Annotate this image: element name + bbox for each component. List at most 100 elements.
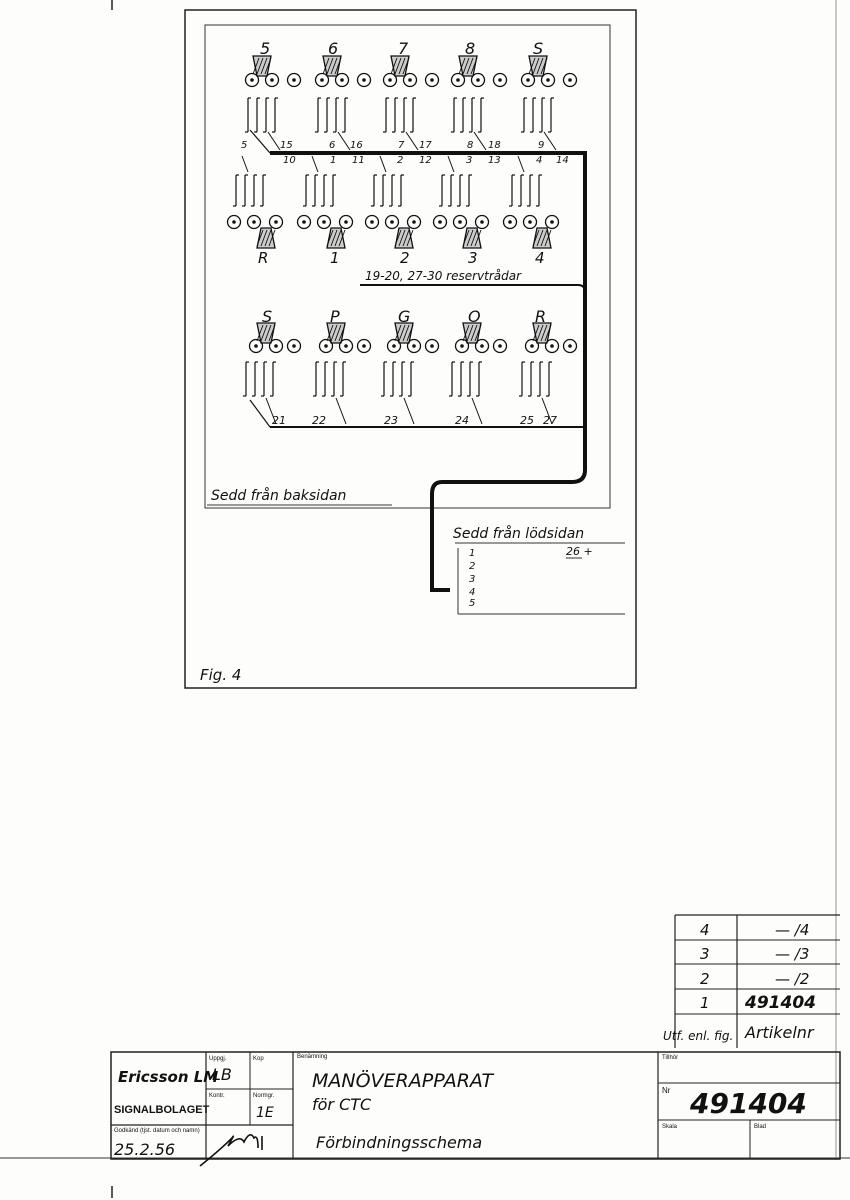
wire-numbers-upper: 5 15 6 16 7 17 8 18 9 [241,140,544,151]
wire-4: 4 [536,155,542,166]
wire-2: 2 [397,155,403,166]
wire-25: 25 [520,414,534,427]
wire-7: 7 [398,140,405,151]
solder-side-detail: Sedd från lödsidan 1 2 3 4 5 26 + [453,525,625,615]
connector-upper [244,55,302,151]
skala-label: Skala [662,1124,678,1130]
godkand-label: Godkänd (tjst. datum och namn) [114,1128,200,1134]
top-group-lower-connectors [226,155,560,249]
wire-14: 14 [556,155,569,166]
wire-16: 16 [350,140,363,151]
wire-12: 12 [419,155,432,166]
wire-21: 21 [272,414,286,427]
solder-pin-5: 5 [469,598,475,609]
wire-9: 9 [538,140,544,151]
wire-3: 3 [466,155,472,166]
bottom-letter-labels: S P G O R [262,307,546,326]
approval-date: 25.2.56 [114,1140,175,1159]
top-group-upper-connectors [244,55,578,151]
bottom-group-connectors [243,322,578,425]
wire-13: 13 [488,155,501,166]
connector-bottom [313,322,372,425]
label-bottom-S: S [262,307,272,326]
connector-upper [520,55,578,151]
company-name: SIGNALBOLAGET [114,1104,210,1116]
revision-utf-3: 3 [700,945,710,963]
wire-1: 1 [330,155,336,166]
solder-pin-3: 3 [469,574,475,585]
connector-lower [296,155,354,249]
uppgj-label: Uppgj. [209,1056,227,1062]
wire-10: 10 [283,155,296,166]
nr-label: Nr [662,1086,671,1095]
connector-bottom [381,322,440,425]
drawing-number: 491404 [689,1087,807,1120]
revision-utf-4: 4 [700,921,710,939]
label-bottom-R: R [535,307,546,326]
title-line-3: Förbindningsschema [316,1133,482,1152]
solder-pin-4: 4 [469,587,475,598]
label-bottom-O: O [468,307,481,326]
label-8: 8 [465,39,475,58]
revision-art-1: 491404 [744,993,816,1013]
normgr-label: Normgr. [253,1093,275,1099]
title-block-grid [110,1051,841,1160]
wire-numbers-bottom: 21 22 23 24 25 27 [272,414,557,427]
title-line-1: MANÖVERAPPARAT [312,1069,495,1092]
wire-5: 5 [241,140,247,151]
tillhor-label: Tillhör [662,1055,678,1061]
label-7: 7 [398,39,409,58]
upper-number-labels: 5 6 7 8 S [260,39,543,58]
connector-upper [382,55,440,151]
label-2: 2 [400,249,410,267]
wire-17: 17 [419,140,432,151]
label-bottom-G: G [398,307,410,326]
ericsson-logo-mark: Ericsson LM [118,1068,218,1086]
kontr-label: Kontr. [209,1093,225,1099]
revision-utf-1: 1 [700,994,710,1012]
wire-11: 11 [352,155,365,166]
view-label-back: Sedd från baksidan [211,487,346,504]
kop-label: Kop [253,1056,264,1062]
connector-upper [450,55,508,151]
wire-6: 6 [329,140,335,151]
solder-pin-2: 2 [469,561,475,572]
solder-pin-26: 26 + [566,545,593,558]
connector-lower [502,155,560,249]
label-3: 3 [468,249,478,267]
solder-pin-1: 1 [469,548,475,559]
connector-lower [432,155,490,249]
revision-header-artikel: Artikelnr [744,1023,815,1042]
wire-22: 22 [312,414,326,427]
cable-harness [249,129,587,592]
revision-utf-2: 2 [700,970,710,988]
revision-art-2: — /2 [775,970,809,988]
wire-23: 23 [384,414,398,427]
connector-bottom [449,322,508,425]
lower-number-labels: R 1 2 3 4 [258,249,545,267]
connector-lower [364,155,422,249]
label-5: 5 [260,39,270,58]
normgr-value: 1E [256,1105,274,1121]
label-4: 4 [535,249,545,267]
fig-label: Fig. 4 [200,666,241,684]
revision-rows: 4 — /4 3 — /3 2 — /2 1 491404 Utf. enl. … [663,921,816,1043]
revision-table [674,914,840,1048]
revision-header-utf: Utf. enl. fig. [663,1029,733,1043]
view-label-solder: Sedd från lödsidan [453,525,584,542]
label-R: R [258,249,268,267]
revision-art-4: — /4 [775,921,809,939]
wire-24: 24 [455,414,469,427]
connector-lower [226,155,284,249]
title-line-2: för CTC [312,1095,372,1114]
wire-27: 27 [543,414,557,427]
wire-15: 15 [280,140,293,151]
benamning-label: Benämning [297,1054,327,1060]
label-bottom-P: P [330,307,340,326]
wire-numbers-lower: 10 1 11 2 12 3 13 4 14 [283,155,569,166]
connector-bottom [243,322,302,425]
connector-upper [314,55,372,151]
label-S: S [533,39,543,58]
label-1: 1 [330,249,340,267]
